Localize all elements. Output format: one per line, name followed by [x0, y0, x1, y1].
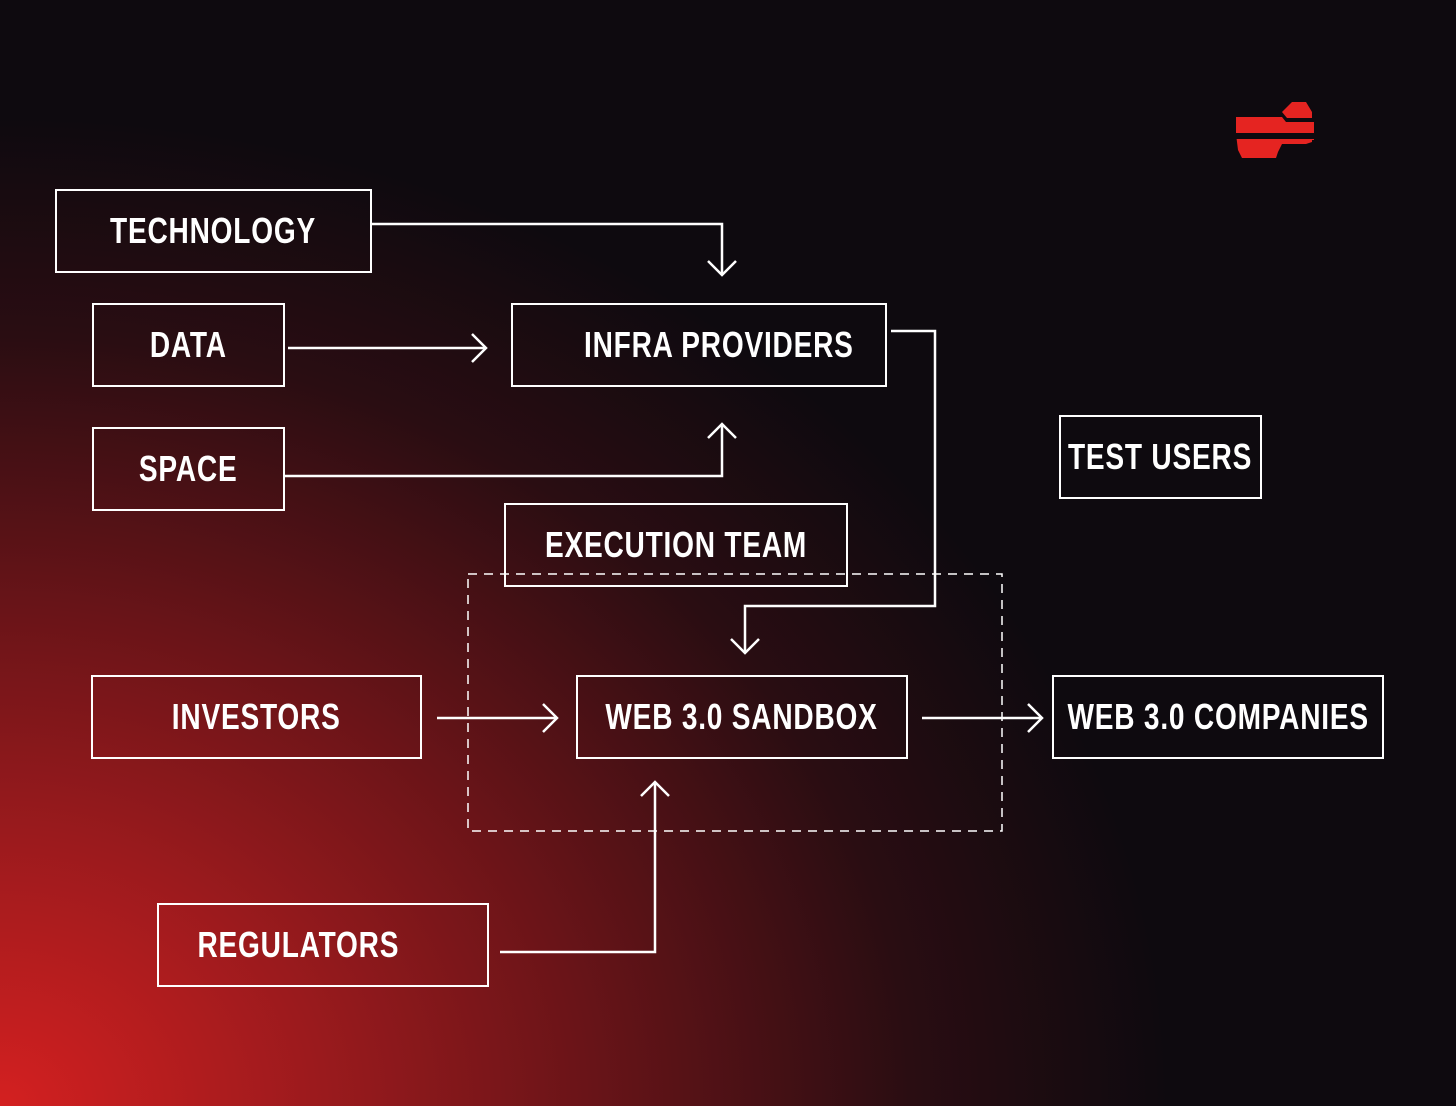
arrow-infra-to-sandbox	[730, 329, 937, 655]
node-label: REGULATORS	[197, 924, 400, 965]
node-label: WEB 3.0 COMPANIES	[1067, 696, 1369, 737]
arrow-data-to-infra	[288, 333, 488, 363]
node-label: INFRA PROVIDERS	[584, 324, 854, 365]
node-investors: INVESTORS	[91, 675, 422, 759]
arrow-investors-to-sandbox	[437, 703, 559, 733]
node-label: INVESTORS	[172, 696, 341, 737]
arrow-space-to-infra	[285, 422, 737, 478]
node-data: DATA	[92, 303, 285, 387]
arrow-sandbox-to-companies	[922, 703, 1044, 733]
node-execution-team: EXECUTION TEAM	[504, 503, 848, 587]
node-label: SPACE	[139, 448, 238, 489]
node-infra-providers: INFRA PROVIDERS	[511, 303, 887, 387]
node-space: SPACE	[92, 427, 285, 511]
arrow-regulators-to-sandbox	[500, 780, 670, 954]
node-web3-companies: WEB 3.0 COMPANIES	[1052, 675, 1384, 759]
node-label: TEST USERS	[1068, 436, 1253, 477]
node-test-users: TEST USERS	[1059, 415, 1262, 499]
arrow-technology-to-infra	[372, 222, 737, 277]
node-technology: TECHNOLOGY	[55, 189, 372, 273]
sandbox-dashed-boundary	[467, 573, 1003, 832]
node-label: DATA	[150, 324, 227, 365]
node-regulators: REGULATORS	[157, 903, 489, 987]
node-label: EXECUTION TEAM	[544, 524, 808, 565]
node-web3-sandbox: WEB 3.0 SANDBOX	[576, 675, 908, 759]
node-label: TECHNOLOGY	[110, 210, 317, 251]
node-label: WEB 3.0 SANDBOX	[605, 696, 879, 737]
